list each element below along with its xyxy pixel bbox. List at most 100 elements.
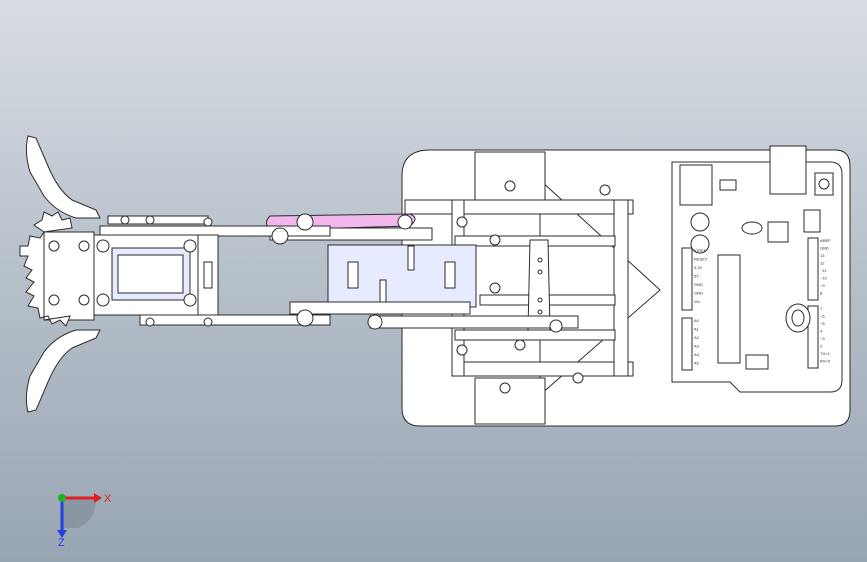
lower-arm-link (289, 301, 471, 315)
servo-horn (527, 239, 551, 331)
bolt (48, 294, 60, 306)
horn-hole (537, 309, 543, 315)
bolt (514, 339, 526, 351)
pin-label: 8 (820, 291, 823, 296)
joint-pin (271, 227, 289, 245)
power-pin-label: 3.3V (694, 265, 703, 270)
base-frame-lower-plate (454, 361, 634, 377)
power-pin-label: IOREF (694, 248, 707, 253)
bolt (549, 319, 563, 333)
icsp-header-top (803, 209, 821, 233)
base-mount-top (474, 151, 546, 201)
power-pin-label: RESET (694, 257, 708, 262)
arduino-board (671, 145, 843, 393)
power-pin-label: GND (694, 291, 703, 296)
joint-pin (367, 314, 383, 330)
header-bottom-row (807, 305, 819, 369)
x-axis-label: X (104, 493, 112, 505)
analog-pin-label: A5 (694, 361, 700, 366)
analog-pin-label: A1 (694, 327, 700, 332)
gripper-finger-upper (25, 135, 101, 219)
bolt (572, 372, 584, 384)
bolt (183, 293, 197, 307)
usb-connector (769, 145, 807, 195)
bolt (48, 240, 60, 252)
bolt (183, 239, 197, 253)
base-frame-cross-bottom (454, 329, 616, 341)
bolt (78, 240, 90, 252)
coordinate-triad: X Z (57, 493, 112, 548)
bolt (456, 216, 468, 228)
robot-arm-assembly (19, 135, 851, 427)
pin-label: TX>1 (820, 351, 830, 356)
pin-label: 2 (820, 344, 823, 349)
header-top-row (807, 237, 819, 301)
power-jack (679, 164, 713, 206)
bolt (504, 180, 516, 192)
horn-hole (537, 269, 543, 275)
bolt (499, 382, 511, 394)
arduino-pcb (671, 161, 843, 393)
bolt (203, 317, 213, 327)
capacitor-2 (690, 234, 710, 254)
reset-button-cap (818, 178, 830, 190)
x-axis-arrow (94, 493, 102, 503)
pin-label: 12 (820, 261, 825, 266)
pin-label: RX<0 (820, 359, 831, 364)
wrist-side-slot (203, 261, 213, 289)
arm-servo-post-1 (407, 245, 415, 271)
pin-label: ~11 (820, 268, 827, 273)
capacitor-1 (690, 212, 710, 232)
z-axis-label: Z (58, 537, 65, 548)
power-pin-label: 5V (694, 274, 699, 279)
crystal (741, 221, 763, 235)
joint-pin (296, 213, 314, 231)
joint-pin (397, 214, 413, 230)
icsp-header-bottom (745, 354, 769, 370)
joint-pin (296, 309, 314, 327)
bolt (456, 344, 468, 356)
led-block (767, 221, 789, 243)
pin-label: GND (820, 246, 829, 251)
analog-pin-label: A3 (694, 344, 700, 349)
horn-hole (537, 257, 543, 263)
base-frame-right-plate (613, 199, 629, 377)
triad-shadow (62, 498, 96, 528)
gripper-finger-lower (25, 329, 101, 413)
forearm-link-bottom (139, 314, 331, 326)
analog-header (681, 317, 693, 371)
pin-label: 7 (820, 306, 823, 311)
lower-arm-link-2 (369, 315, 579, 329)
pin-label: ~5 (820, 321, 825, 326)
bolt (96, 293, 110, 307)
pin-label: 13 (820, 253, 825, 258)
power-pin-label: Vin (694, 299, 700, 304)
pin-label: ~10 (820, 276, 828, 281)
arm-servo-slot-2 (444, 261, 456, 289)
bolt (78, 294, 90, 306)
base-frame-upper-plate (404, 199, 634, 215)
pin-label: ~3 (820, 336, 825, 341)
bolt (203, 217, 213, 227)
arm-servo-post-2 (379, 279, 387, 303)
regulator (719, 179, 737, 191)
atmega-chip (717, 254, 741, 364)
power-pin-label: GND (694, 282, 703, 287)
pin-label: 4 (820, 329, 823, 334)
bolt (96, 239, 110, 253)
bolt (599, 184, 611, 196)
base-mount-bottom (474, 377, 546, 425)
bolt (145, 215, 155, 225)
y-axis-dot (58, 494, 66, 502)
horn-hole (537, 297, 543, 303)
bolt (120, 215, 130, 225)
bolt (145, 317, 155, 327)
pin-label: ~6 (820, 314, 825, 319)
power-header (681, 247, 693, 311)
analog-pin-label: A2 (694, 335, 700, 340)
analog-pin-label: A0 (694, 318, 700, 323)
bolt (489, 234, 501, 246)
analog-pin-label: A4 (694, 352, 700, 357)
pin-label: ~9 (820, 283, 825, 288)
